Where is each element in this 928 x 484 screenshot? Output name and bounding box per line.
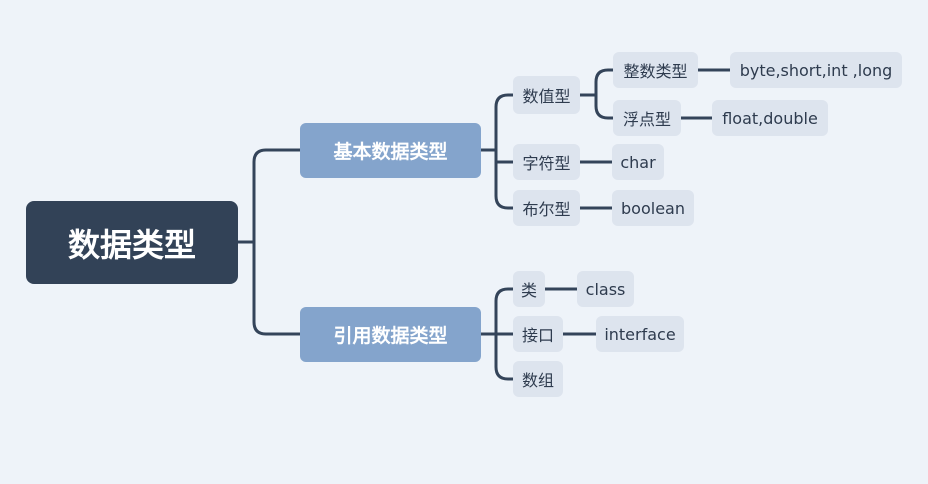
- branch-basic-types[interactable]: 基本数据类型: [300, 123, 481, 178]
- edge-numeric-bracket: [578, 68, 615, 120]
- leaf-float-types[interactable]: float,double: [712, 100, 828, 136]
- node-interface[interactable]: 接口: [513, 316, 563, 352]
- node-numeric[interactable]: 数值型: [513, 76, 580, 114]
- leaf-interface[interactable]: interface: [596, 316, 684, 352]
- edge-root-bracket: [236, 148, 302, 336]
- node-float[interactable]: 浮点型: [613, 100, 681, 136]
- edge-basic-bracket: [479, 93, 515, 210]
- branch-reference-types[interactable]: 引用数据类型: [300, 307, 481, 362]
- edge-reference-bracket: [479, 287, 515, 381]
- node-boolean[interactable]: 布尔型: [513, 190, 580, 226]
- node-char[interactable]: 字符型: [513, 144, 580, 180]
- leaf-boolean[interactable]: boolean: [612, 190, 694, 226]
- node-array[interactable]: 数组: [513, 361, 563, 397]
- node-class[interactable]: 类: [513, 271, 545, 307]
- leaf-char[interactable]: char: [612, 144, 664, 180]
- root-node[interactable]: 数据类型: [26, 201, 238, 284]
- leaf-class[interactable]: class: [577, 271, 634, 307]
- leaf-integer-types[interactable]: byte,short,int ,long: [730, 52, 902, 88]
- node-integer[interactable]: 整数类型: [613, 52, 698, 88]
